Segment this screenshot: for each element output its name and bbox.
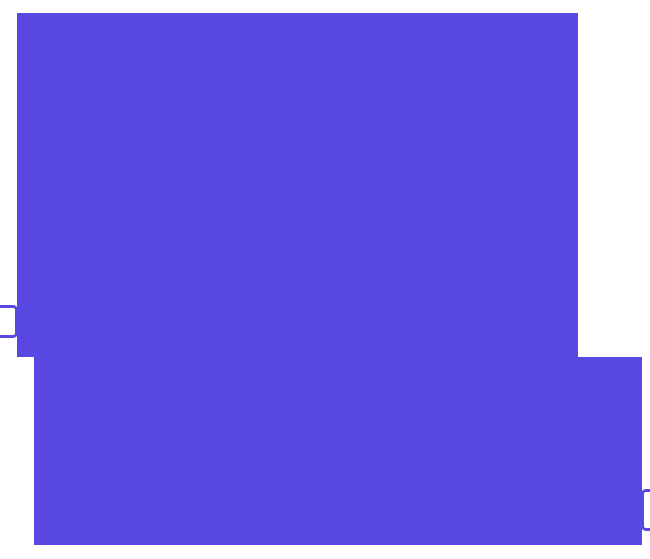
indigo-surface-upper[interactable]: [17, 13, 578, 357]
surface-right-gap: [642, 357, 646, 545]
indigo-surface-lower[interactable]: [34, 357, 642, 545]
right-edge-chip[interactable]: [641, 489, 650, 531]
left-edge-chip[interactable]: [0, 305, 18, 338]
